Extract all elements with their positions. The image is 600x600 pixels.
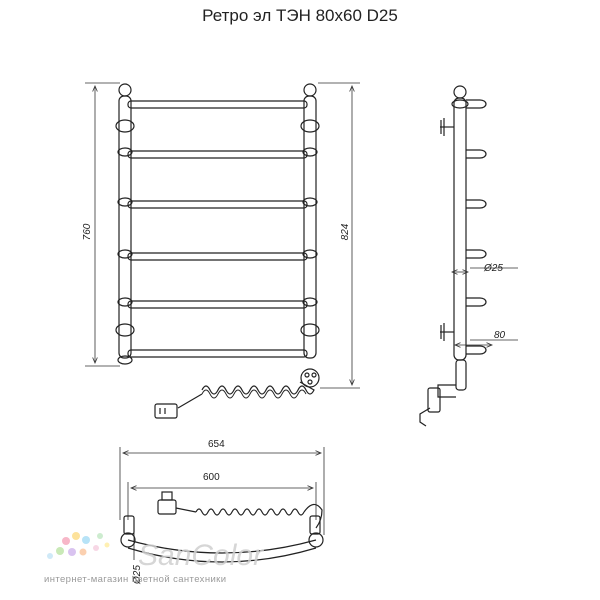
front-dimensions <box>85 82 360 389</box>
heater-plug <box>154 368 320 419</box>
rungs <box>127 100 308 358</box>
brand-tagline: интернет-магазин цветной сантехники <box>44 574 226 585</box>
wall-mount-bottom <box>440 323 454 341</box>
brand-wordmark: SanColor <box>138 539 264 572</box>
dim-diameter-top: Ø25 <box>132 565 143 585</box>
dim-height-824: 824 <box>340 223 351 240</box>
dim-width-600: 600 <box>203 472 220 483</box>
left-post <box>115 83 135 365</box>
dim-offset-80: 80 <box>494 330 506 341</box>
joint-balls <box>117 147 318 307</box>
front-view <box>115 83 320 419</box>
side-view <box>419 85 487 427</box>
drawing-title: Ретро эл ТЭН 80x60 D25 <box>202 6 398 25</box>
side-dimensions <box>452 267 518 345</box>
dim-height-760: 760 <box>82 223 93 240</box>
top-dimensions <box>119 447 325 535</box>
wall-mount-top <box>440 118 454 136</box>
dim-width-654: 654 <box>208 439 225 450</box>
sancolor-logo: SanColor интернет-магазин цветной сантех… <box>44 532 264 585</box>
top-view <box>120 491 324 563</box>
dim-diameter-side: Ø25 <box>483 263 503 274</box>
right-post <box>300 83 320 359</box>
